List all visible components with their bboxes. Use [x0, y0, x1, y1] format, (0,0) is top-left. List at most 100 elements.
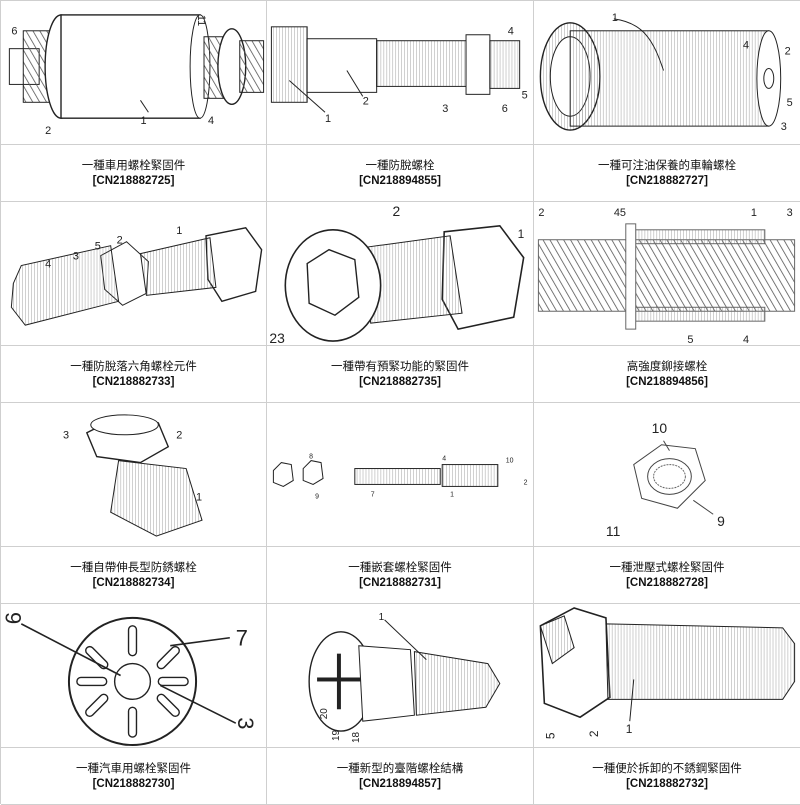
caption-10: 一種汽車用螺栓緊固件 [CN218882730] — [1, 748, 267, 805]
callout-4-0: 4 — [45, 259, 51, 271]
callout-12-2: 1 — [626, 722, 633, 736]
callout-5-0: 2 — [393, 203, 401, 219]
patent-title[interactable]: 一種自帶伸長型防銹螺栓 — [70, 560, 197, 574]
patent-title[interactable]: 一種便於拆卸的不銹鋼緊固件 — [592, 761, 742, 775]
hex-bolt-drawing-12: 5 2 1 — [539, 607, 796, 739]
callout-5-2: 23 — [269, 330, 285, 345]
patent-title[interactable]: 一種汽車用螺栓緊固件 — [76, 761, 191, 775]
callout-11-0: 1 — [379, 612, 385, 623]
callout-10-0: 9 — [1, 612, 25, 624]
callout-6-5: 4 — [743, 334, 749, 345]
patent-drawing-3[interactable]: 1 4 2 5 3 — [534, 1, 800, 145]
callout-3-2: 2 — [785, 46, 791, 58]
patent-drawing-12[interactable]: 5 2 1 — [534, 604, 800, 748]
caption-9: 一種泄壓式螺栓緊固件 [CN218882728] — [534, 547, 800, 604]
caption-4: 一種防脫落六角螺栓元件 [CN218882733] — [1, 346, 267, 403]
patent-number[interactable]: [CN218882727] — [626, 175, 708, 187]
callout-2-0: 4 — [508, 26, 514, 38]
callout-8-2: 7 — [371, 491, 375, 498]
patent-drawing-7[interactable]: 3 2 1 — [1, 403, 267, 547]
patent-title[interactable]: 一種防脫螺栓 — [365, 158, 435, 172]
callout-9-2: 9 — [717, 513, 725, 529]
callout-11-1: 20 — [319, 708, 330, 720]
callout-8-1: 9 — [315, 493, 319, 500]
patent-number[interactable]: [CN218882725] — [92, 175, 175, 187]
patent-number[interactable]: [CN218882731] — [359, 577, 441, 589]
callout-6-2: 1 — [751, 207, 757, 219]
patent-title[interactable]: 一種新型的臺階螺栓結構 — [336, 761, 464, 775]
callout-4-4: 1 — [176, 225, 182, 237]
patent-number[interactable]: [CN218882735] — [359, 376, 441, 388]
callout-3-3: 5 — [787, 97, 793, 109]
patent-drawing-8[interactable]: 8 9 7 4 1 10 2 — [267, 403, 534, 547]
patent-title[interactable]: 一種可注油保養的車輪螺栓 — [598, 158, 736, 172]
patent-title[interactable]: 一種帶有預緊功能的緊固件 — [331, 359, 469, 373]
callout-2-5: 6 — [502, 103, 508, 115]
callout-1-1: 11 — [195, 15, 207, 26]
callout-11-3: 18 — [351, 732, 362, 744]
washer-drawing-10: 9 7 3 — [1, 612, 258, 747]
callout-10-1: 7 — [236, 626, 248, 651]
callout-12-1: 2 — [587, 730, 601, 737]
patent-title[interactable]: 一種車用螺栓緊固件 — [81, 158, 186, 172]
callout-12-0: 5 — [543, 732, 557, 739]
patent-drawing-11[interactable]: 1 20 19 18 — [267, 604, 534, 748]
callout-6-0: 2 — [538, 207, 544, 219]
callout-2-2: 2 — [363, 95, 369, 107]
callout-8-3: 4 — [442, 456, 446, 463]
patent-title[interactable]: 一種防脫落六角螺栓元件 — [70, 359, 197, 373]
patent-number[interactable]: [CN218894855] — [359, 175, 441, 187]
step-bolt-drawing-11: 1 20 19 18 — [308, 612, 501, 744]
callout-9-1: 11 — [606, 523, 621, 539]
caption-6: 高強度鉚接螺栓 [CN218894856] — [534, 346, 800, 403]
callout-1-4: 4 — [208, 115, 214, 127]
caption-11: 一種新型的臺階螺栓結構 [CN218894857] — [267, 748, 534, 805]
patent-drawing-6[interactable]: 2 45 1 3 5 4 — [534, 202, 800, 346]
patent-number[interactable]: [CN218882733] — [92, 376, 175, 388]
patent-title[interactable]: 一種泄壓式螺栓緊固件 — [609, 560, 725, 574]
bolt-drawing-2: 4 1 2 3 5 6 — [270, 26, 528, 125]
callout-8-6: 2 — [524, 479, 528, 486]
callout-3-0: 1 — [612, 12, 618, 24]
caption-5: 一種帶有預緊功能的緊固件 [CN218882735] — [267, 346, 534, 403]
callout-1-3: 1 — [140, 115, 146, 127]
patent-number[interactable]: [CN218882734] — [92, 577, 175, 589]
callout-6-1: 45 — [614, 207, 626, 219]
bolt-drawing-7: 3 2 1 — [63, 414, 203, 537]
callout-8-4: 1 — [450, 491, 454, 498]
callout-6-3: 3 — [787, 207, 793, 219]
callout-2-4: 5 — [522, 89, 528, 101]
callout-1-2: 2 — [45, 125, 51, 137]
patent-number[interactable]: [CN218894856] — [626, 376, 708, 388]
callout-2-1: 1 — [325, 113, 331, 125]
callout-2-3: 3 — [442, 103, 448, 115]
patent-title[interactable]: 一種嵌套螺栓緊固件 — [348, 560, 452, 574]
patent-number[interactable]: [CN218882730] — [92, 778, 175, 790]
patent-drawing-1[interactable]: 6 11 2 1 4 — [1, 1, 267, 145]
callout-1-0: 6 — [11, 26, 17, 38]
callout-4-3: 2 — [117, 235, 123, 247]
caption-1: 一種車用螺栓緊固件 [CN218882725] — [1, 145, 267, 202]
callout-5-1: 1 — [518, 227, 525, 241]
callout-4-1: 3 — [73, 251, 79, 263]
callout-7-0: 3 — [63, 430, 69, 442]
callout-3-1: 4 — [743, 40, 749, 52]
nut-drawing-9: 10 11 9 — [606, 420, 725, 539]
patent-number[interactable]: [CN218882728] — [626, 577, 708, 589]
caption-3: 一種可注油保養的車輪螺栓 [CN218882727] — [534, 145, 800, 202]
patent-drawing-2[interactable]: 4 1 2 3 5 6 — [267, 1, 534, 145]
patent-drawing-9[interactable]: 10 11 9 — [534, 403, 800, 547]
callout-8-0: 8 — [309, 454, 313, 461]
callout-7-1: 2 — [176, 430, 182, 442]
callout-8-5: 10 — [506, 458, 514, 465]
patent-drawing-4[interactable]: 4 3 5 2 1 — [1, 202, 267, 346]
patent-number[interactable]: [CN218894857] — [359, 778, 441, 790]
bolt-drawing-3: 1 4 2 5 3 — [539, 12, 793, 133]
patent-drawing-5[interactable]: 2 1 23 — [267, 202, 534, 346]
caption-8: 一種嵌套螺栓緊固件 [CN218882731] — [267, 547, 534, 604]
patent-number[interactable]: [CN218882732] — [626, 778, 708, 790]
patent-title[interactable]: 高強度鉚接螺栓 — [626, 359, 708, 373]
bolt-drawing-8: 8 9 7 4 1 10 2 — [272, 454, 528, 500]
patent-drawing-10[interactable]: 9 7 3 — [1, 604, 267, 748]
callout-4-2: 5 — [95, 241, 101, 253]
